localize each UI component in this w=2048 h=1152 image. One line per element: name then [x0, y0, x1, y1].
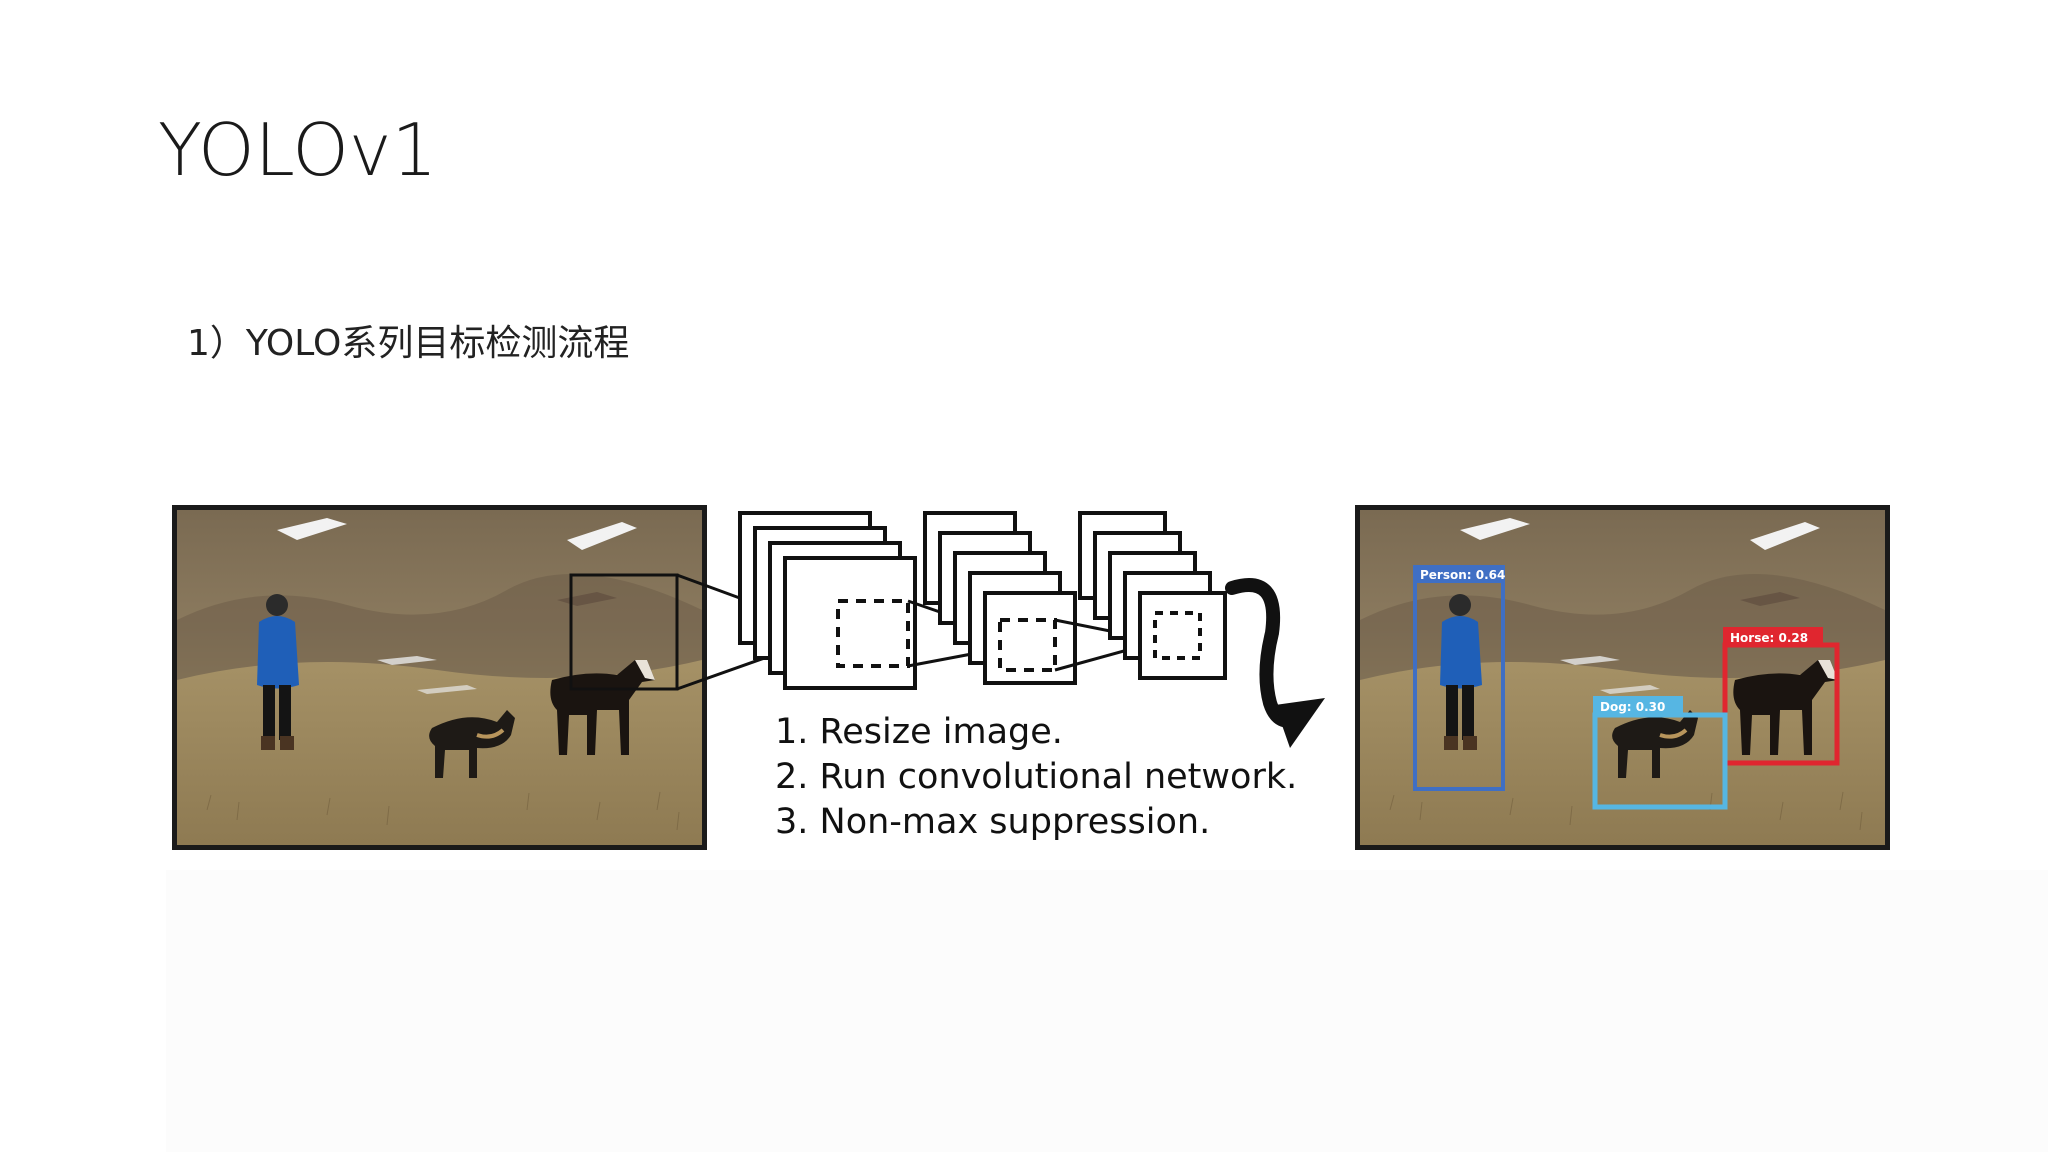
dog-label-bg: [1593, 696, 1683, 716]
conv-stack-1: [738, 511, 917, 690]
yolo-pipeline-figure: 1. Resize image. 2. Run convolutional ne…: [170, 493, 1900, 853]
step-3: 3. Non-max suppression.: [775, 802, 1210, 842]
detection-horse: Horse: 0.28: [1722, 627, 1840, 766]
slide-subtitle: 1）YOLO系列目标检测流程: [187, 323, 630, 364]
detection-dog: Dog: 0.30: [1592, 696, 1728, 810]
receptive-field-3: [1153, 611, 1202, 660]
receptive-field-1: [836, 599, 910, 668]
step-1: 1. Resize image.: [775, 712, 1063, 752]
crop-box: [569, 573, 679, 691]
output-arrow: [1225, 578, 1325, 748]
horse-label-bg: [1723, 627, 1823, 647]
detection-person: Person: 0.64: [1413, 565, 1505, 791]
output-image: [1355, 505, 1890, 850]
person-label: Person: 0.64: [1420, 568, 1505, 582]
person-label-bg: [1413, 565, 1505, 583]
horse-label: Horse: 0.28: [1730, 631, 1808, 645]
step-2: 2. Run convolutional network.: [775, 757, 1297, 797]
dog-label: Dog: 0.30: [1600, 700, 1665, 714]
input-image: [172, 505, 707, 850]
pipeline-svg: 1. Resize image. 2. Run convolutional ne…: [172, 505, 1890, 850]
background-shade: [166, 870, 2048, 1152]
slide-title: YOLOv1: [158, 108, 438, 192]
receptive-field-2: [998, 618, 1057, 672]
conv-stack-3: [1078, 511, 1227, 680]
